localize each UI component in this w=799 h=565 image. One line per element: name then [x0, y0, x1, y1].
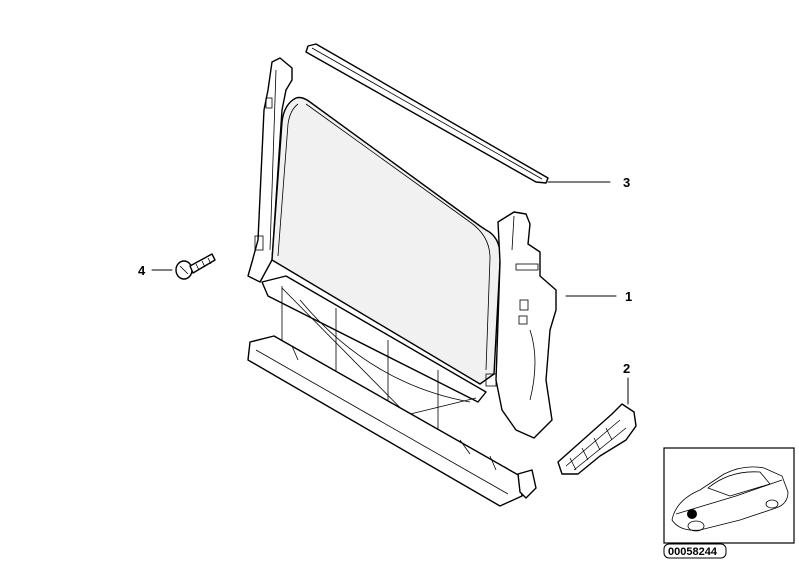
- callout-label-1: 1: [625, 289, 632, 304]
- radiator-frame[interactable]: [247, 57, 557, 507]
- screw[interactable]: [175, 253, 216, 280]
- car-outline-icon: [671, 466, 789, 532]
- bracket[interactable]: [557, 403, 637, 475]
- vehicle-thumbnail: [663, 447, 795, 544]
- callout-label-3: 3: [623, 175, 630, 190]
- reference-number-box: 00058244: [663, 543, 727, 559]
- location-dot-icon: [687, 509, 697, 519]
- seal-strip[interactable]: [305, 43, 549, 184]
- callout-label-2: 2: [623, 361, 630, 376]
- callout-label-4: 4: [138, 263, 146, 278]
- reference-number: 00058244: [668, 546, 718, 558]
